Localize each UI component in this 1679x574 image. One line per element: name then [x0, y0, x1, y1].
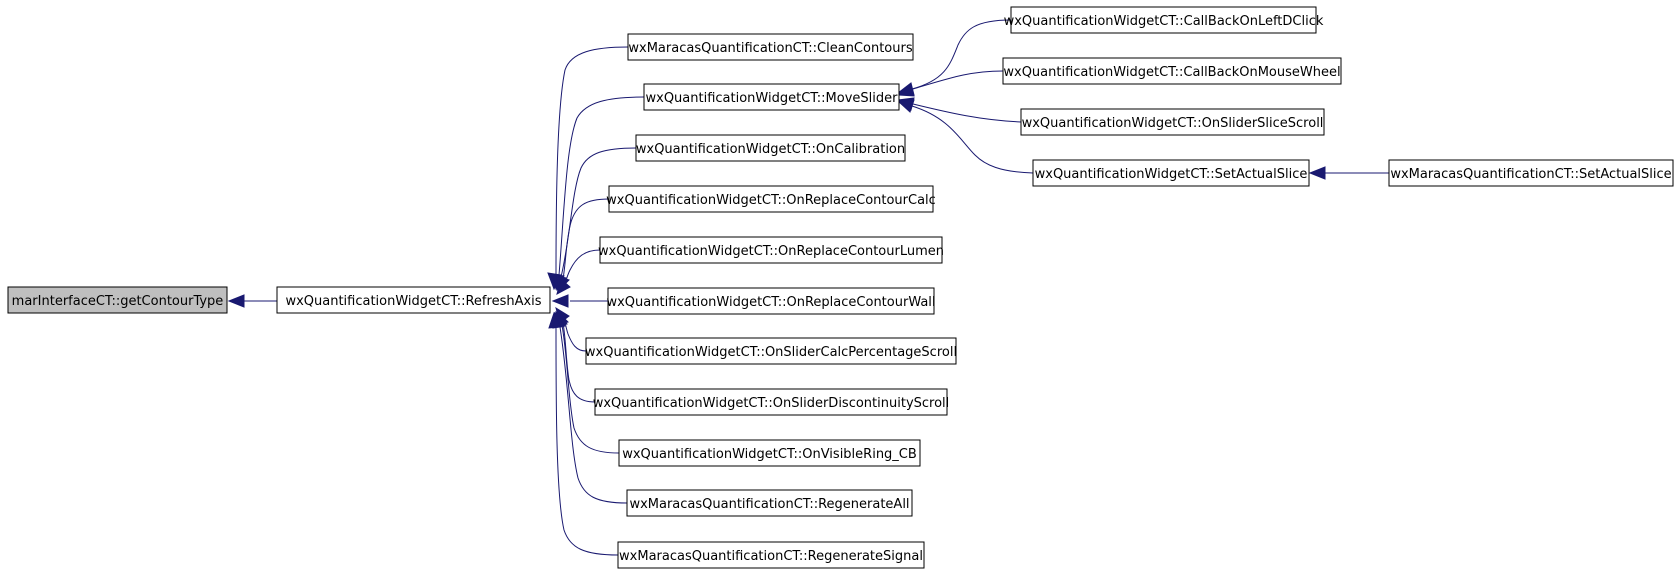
node-label: wxQuantificationWidgetCT::OnVisibleRing_…	[622, 447, 917, 462]
node-callback-on-left-dclick[interactable]: wxQuantificationWidgetCT::CallBackOnLeft…	[1004, 6, 1324, 34]
node-label: marInterfaceCT::getContourType	[12, 294, 224, 309]
node-label: wxQuantificationWidgetCT::OnReplaceConto…	[606, 193, 936, 208]
edge-set-actual-slice-widget-to-move-slider	[896, 99, 1034, 174]
node-label: wxMaracasQuantificationCT::SetActualSlic…	[1390, 167, 1671, 182]
node-label: wxQuantificationWidgetCT::OnReplaceConto…	[606, 295, 935, 310]
node-label: wxQuantificationWidgetCT::CallBackOnMous…	[1003, 65, 1340, 80]
node-refresh-axis[interactable]: wxQuantificationWidgetCT::RefreshAxis	[276, 286, 551, 314]
edge-set-actual-slice-maracas-to-set-actual-slice-widget	[1308, 166, 1389, 180]
node-regenerate-signal[interactable]: wxMaracasQuantificationCT::RegenerateSig…	[617, 541, 925, 569]
node-on-replace-contour-calc[interactable]: wxQuantificationWidgetCT::OnReplaceConto…	[606, 185, 936, 213]
node-label: wxQuantificationWidgetCT::SetActualSlice	[1035, 167, 1308, 182]
edge-regenerate-signal-to-refresh-axis	[548, 311, 619, 556]
node-on-replace-contour-wall[interactable]: wxQuantificationWidgetCT::OnReplaceConto…	[606, 287, 936, 315]
edge-on-slider-slice-scroll-to-move-slider	[896, 97, 1022, 123]
node-on-replace-contour-lumen[interactable]: wxQuantificationWidgetCT::OnReplaceConto…	[598, 236, 944, 264]
node-label: wxMaracasQuantificationCT::CleanContours	[628, 41, 912, 56]
node-on-slider-discontinuity-scroll[interactable]: wxQuantificationWidgetCT::OnSliderDiscon…	[593, 388, 950, 416]
node-label: wxQuantificationWidgetCT::CallBackOnLeft…	[1004, 14, 1324, 29]
node-move-slider[interactable]: wxQuantificationWidgetCT::MoveSlider	[643, 83, 900, 111]
graph-nodes: marInterfaceCT::getContourType wxQuantif…	[7, 6, 1674, 569]
node-on-visible-ring-cb[interactable]: wxQuantificationWidgetCT::OnVisibleRing_…	[618, 439, 921, 467]
edge-on-calibration-to-refresh-axis	[552, 147, 637, 292]
node-label: wxQuantificationWidgetCT::MoveSlider	[646, 91, 899, 106]
node-label: wxQuantificationWidgetCT::OnSliderDiscon…	[593, 396, 950, 411]
edge-callback-on-left-dclick-to-move-slider	[896, 19, 1012, 96]
node-label: wxQuantificationWidgetCT::OnSliderSliceS…	[1022, 116, 1324, 131]
node-set-actual-slice-maracas[interactable]: wxMaracasQuantificationCT::SetActualSlic…	[1388, 159, 1674, 187]
node-regenerate-all[interactable]: wxMaracasQuantificationCT::RegenerateAll	[626, 489, 913, 517]
node-label: wxQuantificationWidgetCT::OnReplaceConto…	[598, 244, 944, 259]
node-clean-contours[interactable]: wxMaracasQuantificationCT::CleanContours	[627, 33, 914, 61]
node-on-slider-calc-percentage-scroll[interactable]: wxQuantificationWidgetCT::OnSliderCalcPe…	[585, 337, 957, 365]
node-callback-on-mouse-wheel[interactable]: wxQuantificationWidgetCT::CallBackOnMous…	[1002, 57, 1342, 85]
edge-on-replace-contour-wall-to-refresh-axis	[551, 294, 608, 308]
edge-on-replace-contour-lumen-to-refresh-axis	[556, 249, 601, 295]
node-label: wxQuantificationWidgetCT::OnSliderCalcPe…	[585, 345, 957, 360]
node-on-slider-slice-scroll[interactable]: wxQuantificationWidgetCT::OnSliderSliceS…	[1020, 108, 1325, 136]
node-label: wxQuantificationWidgetCT::OnCalibration	[636, 142, 905, 157]
node-label: wxMaracasQuantificationCT::RegenerateSig…	[619, 549, 923, 564]
graph-edges	[227, 19, 1389, 556]
node-label: wxQuantificationWidgetCT::RefreshAxis	[285, 294, 541, 309]
node-get-contour-type[interactable]: marInterfaceCT::getContourType	[7, 286, 228, 314]
edge-refresh-axis-to-root	[227, 294, 277, 308]
node-set-actual-slice-widget[interactable]: wxQuantificationWidgetCT::SetActualSlice	[1032, 159, 1310, 187]
edge-callback-on-mouse-wheel-to-move-slider	[896, 70, 1004, 97]
node-label: wxMaracasQuantificationCT::RegenerateAll	[629, 497, 909, 512]
node-on-calibration[interactable]: wxQuantificationWidgetCT::OnCalibration	[635, 134, 906, 162]
